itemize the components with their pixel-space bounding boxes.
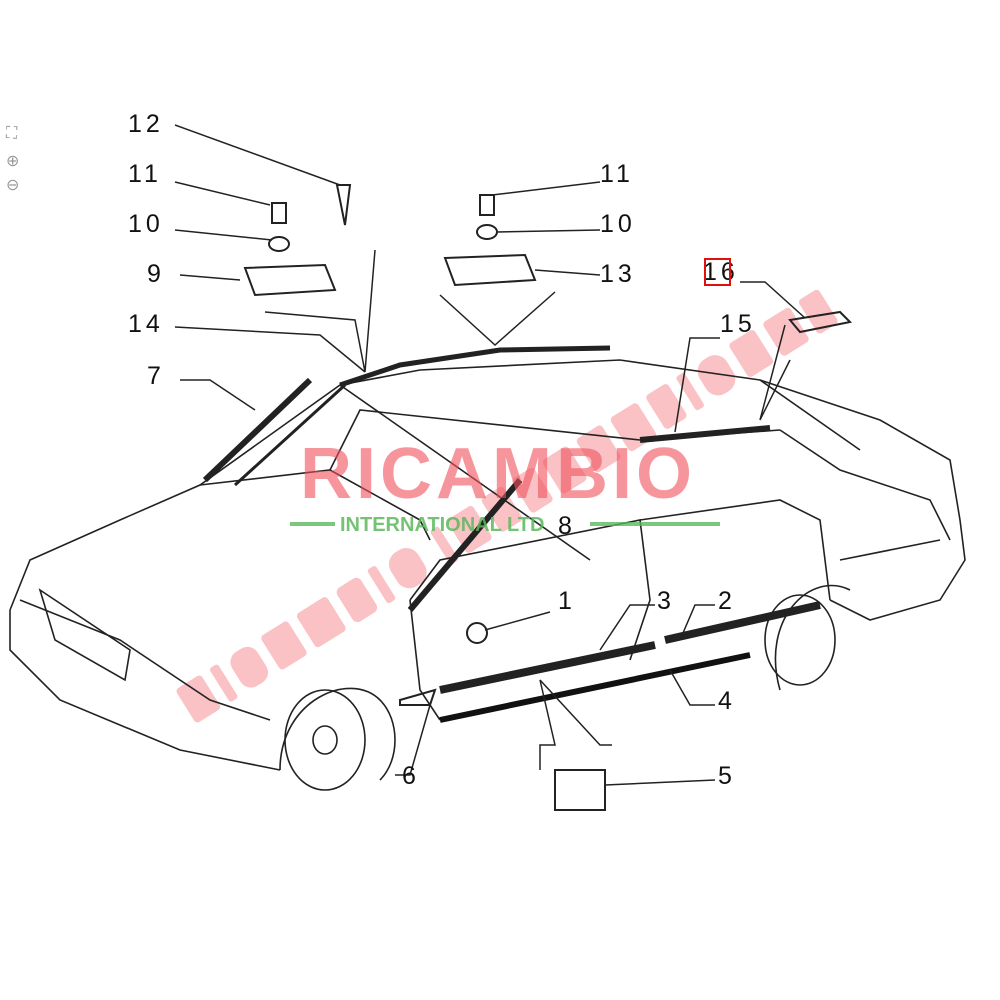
- watermark-diagonal: [176, 289, 838, 723]
- callout-11-right: 11: [600, 160, 634, 188]
- zoom-in-icon[interactable]: ⊕: [6, 153, 20, 170]
- callout-10-left: 10: [128, 210, 164, 238]
- highlight-box: [704, 258, 731, 286]
- trim-parts: [202, 184, 853, 811]
- callout-15: 15: [720, 310, 756, 338]
- zoom-out-icon[interactable]: ⊖: [6, 177, 20, 194]
- car-outline: [9, 359, 966, 791]
- watermark-stripe-left: [290, 522, 335, 526]
- callout-13: 13: [600, 260, 636, 288]
- callout-10-right: 10: [600, 210, 636, 238]
- fit-screen-icon[interactable]: ⛶: [6, 125, 18, 142]
- callout-6: 6: [402, 762, 420, 790]
- leader-lines: [174, 124, 806, 786]
- callout-8: 8: [558, 512, 576, 540]
- callout-14: 14: [128, 310, 164, 338]
- callout-11-left: 11: [128, 160, 162, 188]
- watermark-stripe-right: [590, 522, 720, 526]
- callout-3: 3: [657, 587, 675, 615]
- callout-7: 7: [147, 362, 165, 390]
- callout-5: 5: [718, 762, 736, 790]
- callout-4: 4: [718, 687, 736, 715]
- callout-9: 9: [147, 260, 165, 288]
- callout-2: 2: [718, 587, 736, 615]
- callout-1: 1: [558, 587, 576, 615]
- callout-12: 12: [128, 110, 164, 138]
